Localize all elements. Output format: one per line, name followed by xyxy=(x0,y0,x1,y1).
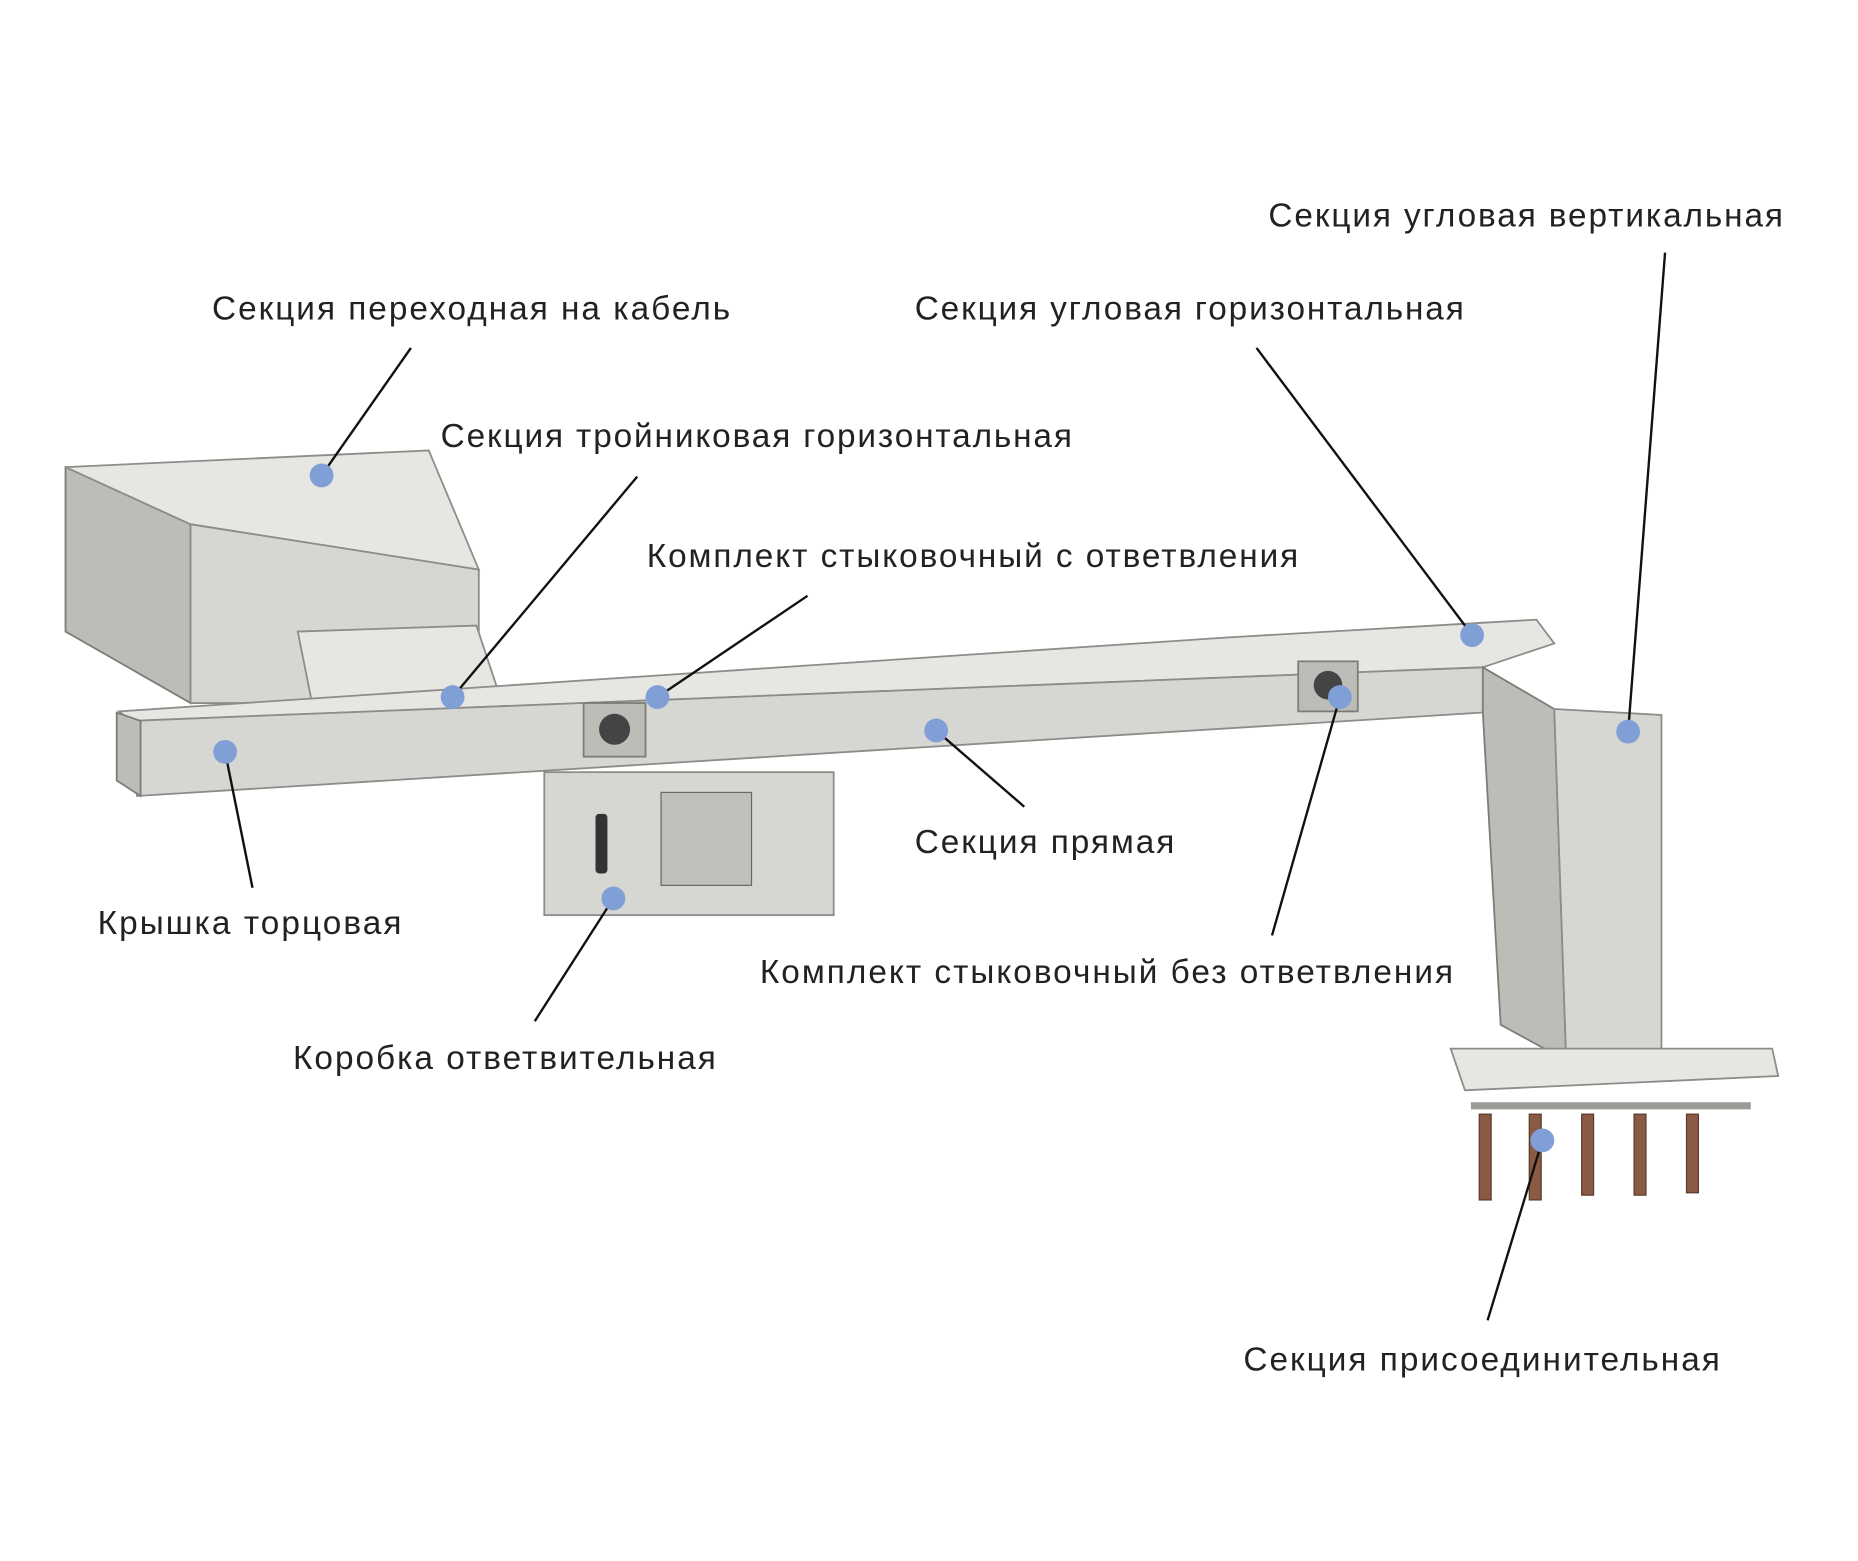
label-joint-no-branch: Комплект стыковочный без ответвления xyxy=(760,954,1453,991)
busbar-4 xyxy=(1633,1113,1647,1196)
joint-housing-1 xyxy=(582,702,647,758)
joint-bolt-1 xyxy=(599,713,631,745)
marker-dot xyxy=(1616,719,1641,744)
busbar-5 xyxy=(1685,1113,1699,1194)
leader-line xyxy=(320,347,412,477)
leader-lines xyxy=(223,252,1667,1321)
leader-line xyxy=(451,475,639,698)
leader-line xyxy=(656,594,809,699)
leader-line xyxy=(1486,1140,1544,1321)
label-straight: Секция прямая xyxy=(915,824,1175,861)
marker-dot xyxy=(1530,1128,1555,1153)
marker-dot xyxy=(601,886,626,911)
leader-line xyxy=(1255,347,1474,636)
marker-dot xyxy=(924,718,949,743)
connection-tray xyxy=(1449,1047,1780,1092)
marker-dot xyxy=(213,739,238,764)
label-tap-box: Коробка ответвительная xyxy=(293,1040,716,1077)
leader-line xyxy=(1270,696,1342,936)
label-tee-horizontal: Секция тройниковая горизонтальная xyxy=(441,418,1072,455)
connection-crossbar xyxy=(1470,1102,1751,1110)
busbar-3 xyxy=(1581,1113,1595,1196)
riser-front xyxy=(1553,708,1663,1062)
label-connection: Секция присоединительная xyxy=(1243,1341,1719,1378)
leader-line xyxy=(935,729,1026,808)
labels: Секция угловая вертикальная Секция углов… xyxy=(98,197,1783,1378)
label-joint-with-branch: Комплект стыковочный с ответвления xyxy=(647,538,1298,575)
busbar-2 xyxy=(1528,1113,1542,1201)
busway-assembly xyxy=(64,449,1780,1201)
marker-dot xyxy=(309,463,334,488)
marker-dot xyxy=(440,685,465,710)
leader-line xyxy=(223,751,254,888)
riser-side xyxy=(1481,665,1568,1063)
busway-end xyxy=(115,711,142,798)
tap-box-window xyxy=(660,791,753,886)
marker-dot xyxy=(1327,685,1352,710)
marker-dot xyxy=(645,685,670,710)
marker-dot xyxy=(1460,623,1485,648)
label-corner-horizontal: Секция угловая горизонтальная xyxy=(915,290,1464,327)
label-end-cover: Крышка торцовая xyxy=(98,905,402,942)
tap-box-handle xyxy=(595,813,608,874)
markers xyxy=(213,463,1641,1153)
leader-line xyxy=(533,897,615,1022)
busbar-1 xyxy=(1478,1113,1492,1201)
leader-line xyxy=(1626,252,1667,732)
label-corner-vertical: Секция угловая вертикальная xyxy=(1268,197,1783,234)
label-cable-transition: Секция переходная на кабель xyxy=(212,290,730,327)
